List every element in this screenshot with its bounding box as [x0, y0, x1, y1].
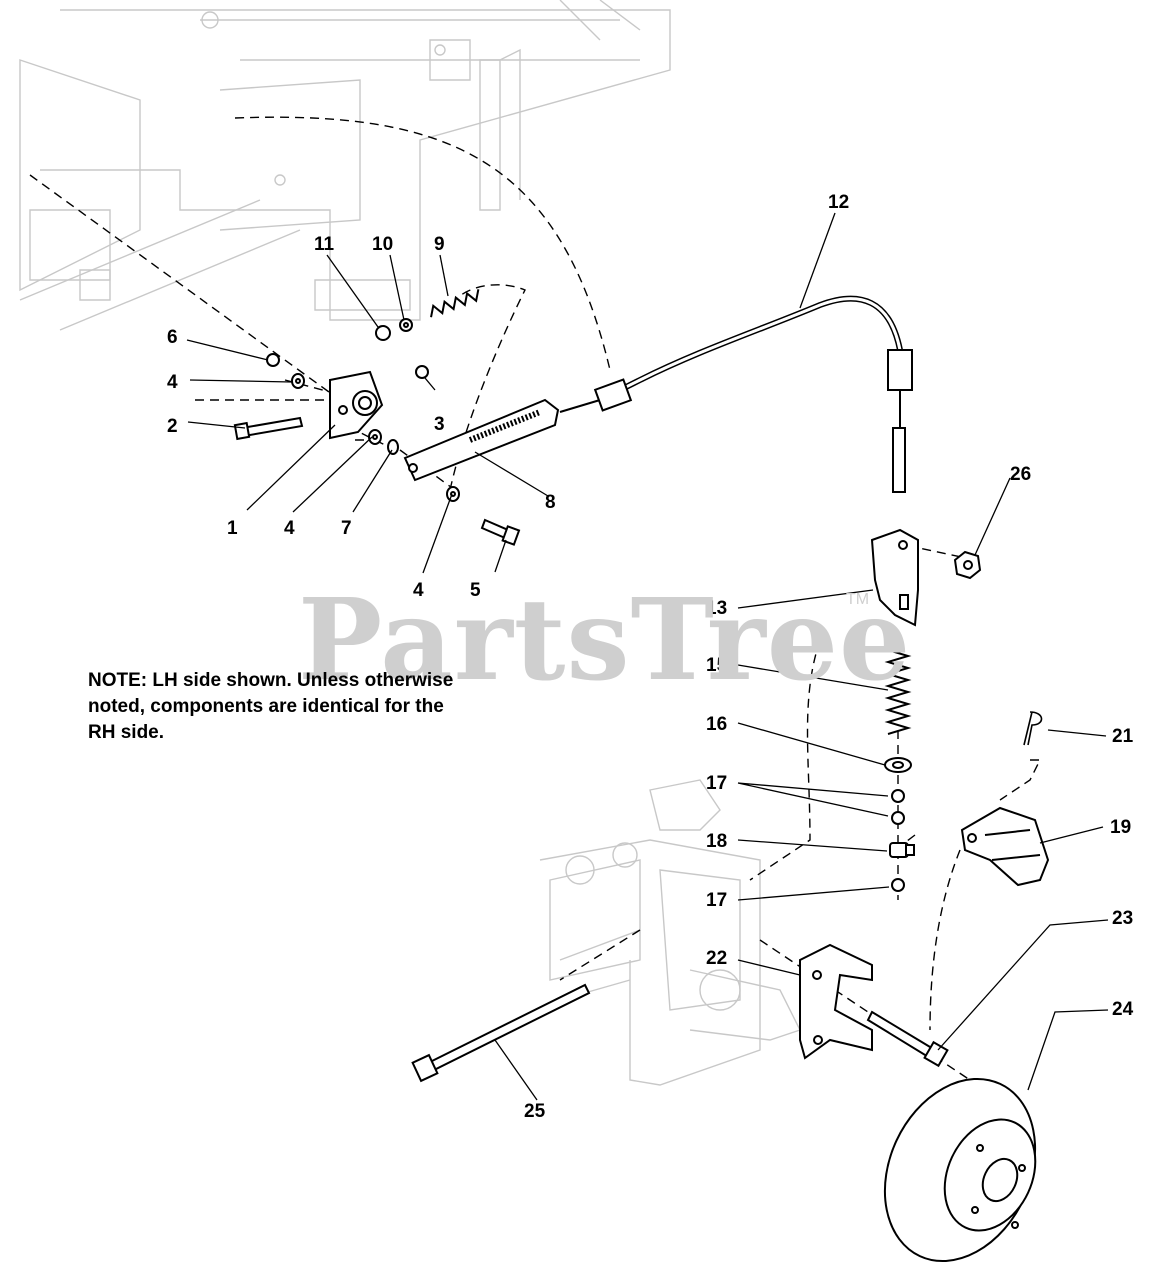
- callout-13: 13: [706, 598, 727, 619]
- transaxle-outline: [539, 779, 801, 1086]
- callout-22: 22: [706, 948, 727, 969]
- callout-4c: 4: [413, 580, 424, 601]
- callout-12: 12: [828, 192, 849, 213]
- part-4-washers: [291, 373, 460, 502]
- part-24-disc: [883, 1077, 1037, 1263]
- part-12-cable: [559, 295, 913, 493]
- part-23-bolt: [866, 1010, 949, 1068]
- callout-8: 8: [545, 492, 556, 513]
- part-21-cotter-pin: [1023, 711, 1043, 746]
- part-8-lever: [403, 398, 560, 482]
- part-19-caliper: [960, 806, 1050, 887]
- callout-9: 9: [434, 234, 445, 255]
- part-18-pin: [889, 842, 915, 858]
- callout-24: 24: [1112, 999, 1134, 1020]
- callout-4a: 4: [167, 372, 178, 393]
- callout-6: 6: [167, 327, 178, 348]
- callout-7: 7: [341, 518, 352, 539]
- callout-15: 15: [706, 655, 728, 676]
- part-5-bolt: [480, 518, 521, 546]
- note-block: NOTE: LH side shown. Unless otherwise no…: [88, 668, 528, 746]
- callout-17a: 17: [706, 773, 727, 794]
- part-15-spring: [884, 649, 912, 735]
- part-25-bolt: [411, 983, 591, 1083]
- callout-16: 16: [706, 714, 727, 735]
- part-22-bracket: [799, 943, 873, 1060]
- callout-4b: 4: [284, 518, 295, 539]
- part-9-spring: [430, 289, 480, 318]
- callout-10: 10: [372, 234, 393, 255]
- callout-23: 23: [1112, 908, 1133, 929]
- callout-17b: 17: [706, 890, 727, 911]
- part-6-nut: [266, 353, 280, 367]
- part-7-bushing: [387, 439, 399, 455]
- callout-3: 3: [434, 414, 445, 435]
- callout-5: 5: [470, 580, 481, 601]
- leader-lines: [186, 212, 1109, 1101]
- part-1-bracket: [329, 370, 384, 440]
- part-2-bolt: [233, 416, 304, 441]
- part-3-nut: [415, 365, 429, 379]
- callout-11: 11: [314, 234, 335, 255]
- note-line-3: RH side.: [88, 722, 165, 743]
- callout-2: 2: [167, 416, 178, 437]
- watermark-text: PartsTree: [298, 575, 912, 706]
- callout-25: 25: [524, 1101, 546, 1122]
- part-11-nut: [375, 325, 391, 341]
- watermark-tm: TM: [846, 591, 870, 608]
- callout-26: 26: [1010, 464, 1031, 485]
- callout-18: 18: [706, 831, 727, 852]
- part-26-nut: [953, 550, 982, 580]
- note-line-2: noted, components are identical for the: [88, 696, 444, 717]
- callout-19: 19: [1110, 817, 1131, 838]
- callout-labels: 1 2 3 4 4 4 5 6 7 8 9 10 11 12 13 15 16 …: [167, 192, 1134, 1122]
- part-16-washer: [884, 757, 912, 773]
- note-line-1: NOTE: LH side shown. Unless otherwise: [88, 670, 454, 691]
- callout-21: 21: [1112, 726, 1134, 747]
- callout-1: 1: [227, 518, 238, 539]
- part-10-washer: [399, 318, 413, 332]
- part-13-clevis: [870, 528, 919, 627]
- frame-outline: [19, 0, 671, 331]
- part-17-nuts: [891, 789, 905, 892]
